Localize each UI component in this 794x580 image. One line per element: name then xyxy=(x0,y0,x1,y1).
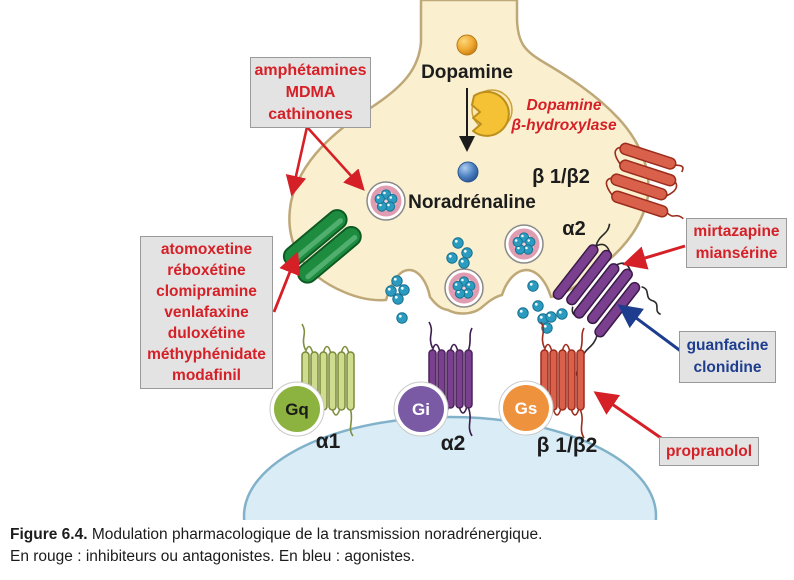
alpha1-label: α1 xyxy=(316,430,341,453)
postsynaptic-cell xyxy=(242,415,658,520)
drug-name: atomoxetine xyxy=(160,241,253,258)
drug-name: clonidine xyxy=(693,359,762,376)
drug-name: guanfacine xyxy=(686,337,769,354)
postsynaptic-alpha2-label: α2 xyxy=(441,432,466,455)
enzyme-label-line1: Dopamine xyxy=(527,97,602,114)
drug-name: MDMA xyxy=(285,83,336,101)
drug-name: réboxétine xyxy=(167,262,246,279)
propranolol-arrow xyxy=(593,391,665,442)
figure-number: Figure 6.4. xyxy=(10,526,88,543)
caption-legend: En rouge : inhibiteurs ou antagonistes. … xyxy=(10,548,415,565)
presynaptic-beta-label: β 1/β2 xyxy=(532,166,590,188)
mirtazapine-arrow xyxy=(622,244,686,270)
drug-name: amphétamines xyxy=(254,61,367,79)
noradrenaline-transporter xyxy=(282,209,362,284)
gi-protein: Gi xyxy=(393,381,449,437)
figure-caption: Figure 6.4. Modulation pharmacologique d… xyxy=(10,524,784,568)
gs-protein: Gs xyxy=(498,380,554,436)
drug-box-propranolol: propranolol xyxy=(659,437,759,466)
drug-name: mirtazapine xyxy=(693,223,780,240)
drug-box-mirtazapine: mirtazapine miansérine xyxy=(686,218,787,268)
gq-label: Gq xyxy=(285,400,309,419)
reuptake-inhibitors-arrow xyxy=(272,251,301,313)
drug-box-guanfacine: guanfacine clonidine xyxy=(679,331,776,383)
drug-name: clomipramine xyxy=(156,283,257,300)
diagram-canvas: Dopamine Dopamine β-hydroxylase Noradrén… xyxy=(242,0,686,520)
drug-name: venlafaxine xyxy=(164,304,249,321)
vesicle xyxy=(367,182,405,220)
gi-label: Gi xyxy=(412,400,430,419)
dopamine-molecule xyxy=(456,34,478,56)
drug-name: cathinones xyxy=(268,105,353,123)
caption-title: Modulation pharmacologique de la transmi… xyxy=(91,526,543,543)
drug-name: modafinil xyxy=(172,367,241,384)
annotation-arrows xyxy=(272,126,686,442)
vesicle xyxy=(505,225,543,263)
enzyme-label-line2: β-hydroxylase xyxy=(510,117,617,134)
caption-title-line: Figure 6.4. Modulation pharmacologique d… xyxy=(10,524,784,546)
dopamine-label: Dopamine xyxy=(421,62,513,83)
drug-box-amphetamines: amphétamines MDMA cathinones xyxy=(250,57,371,128)
gq-protein: Gq xyxy=(269,381,325,437)
noradrenaline-molecule xyxy=(457,161,479,183)
synapse-diagram: Dopamine Dopamine β-hydroxylase Noradrén… xyxy=(140,0,787,520)
gs-label: Gs xyxy=(515,399,538,418)
drug-name: duloxétine xyxy=(167,325,246,342)
amphetamines-arrow-right xyxy=(306,126,365,191)
presynaptic-alpha2-receptor xyxy=(552,223,662,377)
presynaptic-alpha2-label: α2 xyxy=(562,218,585,240)
guanfacine-arrow xyxy=(617,304,683,354)
noradrenaline-label: Noradrénaline xyxy=(408,192,536,213)
drug-name: miansérine xyxy=(695,245,778,262)
postsynaptic-beta-label: β 1/β2 xyxy=(537,434,598,457)
vesicle xyxy=(445,269,483,307)
drug-box-reuptake-inhibitors: atomoxetine réboxétine clomipramine venl… xyxy=(140,236,273,389)
amphetamines-arrow-left xyxy=(285,126,309,197)
drug-name: propranolol xyxy=(665,442,753,460)
presynaptic-beta-receptor xyxy=(605,142,684,220)
drug-name: méthyphénidate xyxy=(147,346,266,363)
dopamine-beta-hydroxylase-enzyme xyxy=(471,89,513,137)
